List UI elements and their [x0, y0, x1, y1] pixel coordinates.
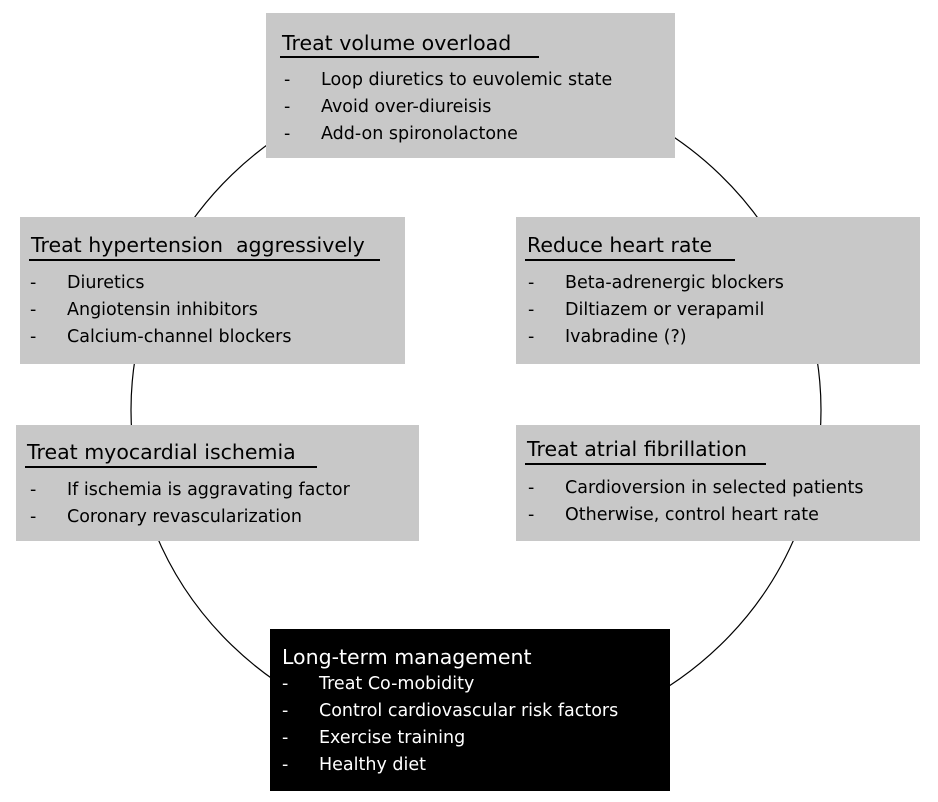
title-underline: [525, 463, 766, 465]
treat-atrial-fibrillation-box: Treat atrial fibrillation -Cardioversion…: [516, 425, 920, 541]
title-underline: [29, 259, 380, 261]
treat-volume-overload-box: Treat volume overload -Loop diuretics to…: [266, 13, 675, 158]
box-title: Treat hypertension aggressively: [31, 233, 365, 257]
box-title: Treat atrial fibrillation: [527, 437, 747, 461]
title-underline: [280, 56, 539, 58]
box-title: Long-term management: [282, 645, 532, 669]
reduce-heart-rate-box: Reduce heart rate -Beta-adrenergic block…: [516, 217, 920, 364]
title-underline: [25, 466, 317, 468]
treat-hypertension-box: Treat hypertension aggressively -Diureti…: [20, 217, 405, 364]
box-title: Reduce heart rate: [527, 233, 713, 257]
long-term-management-box: Long-term management -Treat Co-mobidity …: [270, 629, 670, 791]
title-underline: [525, 259, 735, 261]
box-title: Treat volume overload: [282, 31, 512, 55]
treat-myocardial-ischemia-box: Treat myocardial ischemia -If ischemia i…: [16, 425, 419, 541]
box-title: Treat myocardial ischemia: [27, 440, 296, 464]
